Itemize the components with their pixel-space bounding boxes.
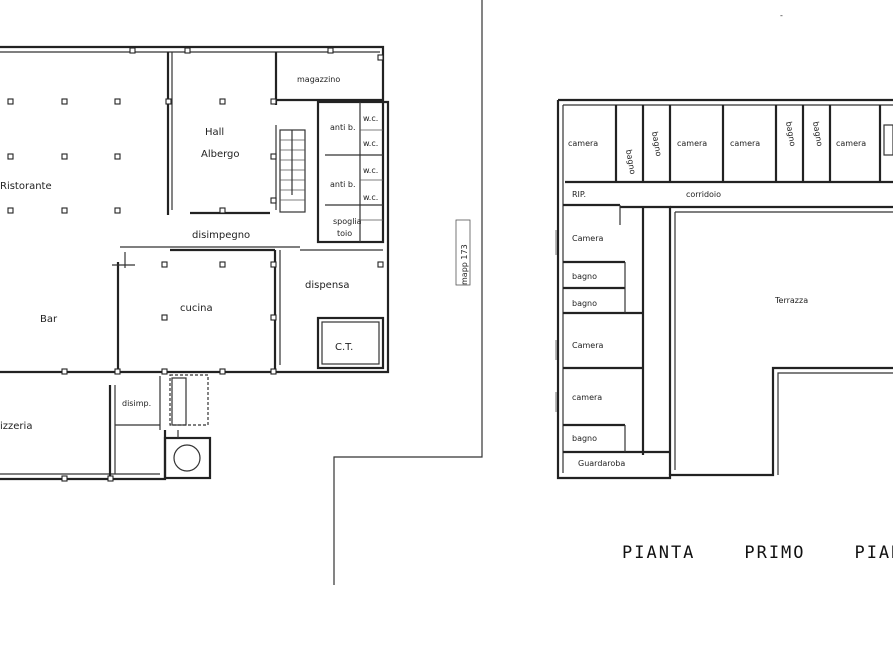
staircase (279, 129, 306, 213)
pizzeria-bottom-wall (0, 430, 167, 481)
room-label-bagno-5: bagno (572, 272, 597, 281)
pillar (61, 153, 68, 160)
room-label-camera-7: camera (572, 393, 602, 402)
pillar (61, 368, 68, 375)
terrace-step-wall-inner (777, 372, 893, 475)
room-label-bagno-7: bagno (572, 434, 597, 443)
room-label-terrazza: Terrazza (774, 296, 808, 305)
pillar (219, 98, 226, 105)
pillar (61, 98, 68, 105)
room-label-dispensa: dispensa (305, 280, 350, 291)
pillar (161, 368, 168, 375)
room-label-bagno-2: bagno (650, 131, 663, 157)
ct-room-outline (316, 316, 385, 370)
property-boundary: mapp 173 - (333, 0, 783, 585)
room-label-bagno-1: bagno (624, 149, 637, 175)
dashed-annex (169, 374, 209, 426)
corridor-inner-wall (620, 205, 672, 475)
room-label-guardaroba: Guardaroba (578, 459, 625, 468)
room-label-cucina: cucina (180, 303, 213, 314)
pillar (270, 368, 277, 375)
room-label-bagno-3: bagno (784, 121, 797, 147)
room-label-camera-6: Camera (572, 341, 603, 350)
first-floor-plan: camera bagno bagno camera camera bagno b… (555, 98, 893, 563)
pillar (161, 314, 168, 321)
mapp-label: mapp 173 (460, 244, 469, 285)
room-label-wc-1: w.c. (363, 114, 378, 123)
pillar (7, 207, 14, 214)
room-label-bar: Bar (40, 314, 58, 325)
pillar (219, 207, 226, 214)
room-label-wc-3: w.c. (363, 166, 378, 175)
room-label-disimpegno: disimpegno (192, 230, 250, 241)
pillar (7, 153, 14, 160)
room-label-corridoio: corridoio (686, 190, 721, 199)
room-label-bagno-4: bagno (811, 121, 824, 147)
pillar (129, 47, 136, 54)
pillar (270, 314, 277, 321)
pillar (61, 475, 68, 482)
room-label-spogliatoio-1: spoglia (333, 217, 362, 226)
room-label-ristorante: Ristorante (0, 181, 52, 192)
room-label-pizzeria: izzeria (0, 421, 32, 432)
room-label-albergo: Albergo (201, 149, 240, 160)
structural-pillars (7, 47, 384, 482)
pillar (270, 153, 277, 160)
boundary-line (333, 0, 483, 585)
stair-edge (883, 124, 893, 156)
pillar (219, 368, 226, 375)
annex-inner-box (171, 377, 187, 426)
pillar (270, 197, 277, 204)
room-label-camera-2: camera (677, 139, 707, 148)
pillar (107, 475, 114, 482)
pillar (219, 261, 226, 268)
room-label-ct: C.T. (335, 342, 353, 353)
pillar (114, 368, 121, 375)
corner-mark: - (780, 11, 783, 20)
pillar (114, 98, 121, 105)
room-label-bagno-6: bagno (572, 299, 597, 308)
room-label-camera-4: camera (836, 139, 866, 148)
pillar (377, 54, 384, 61)
ground-floor-plan: magazzino Hall Albergo Ristorante anti b… (0, 45, 390, 482)
tank-box (163, 436, 212, 480)
ct-room-inner (321, 321, 380, 365)
room-label-antib-1: anti b. (330, 123, 356, 132)
room-label-antib-2: anti b. (330, 180, 356, 189)
room-label-camera-5: Camera (572, 234, 603, 243)
room-label-hall: Hall (205, 127, 224, 138)
pillar (270, 98, 277, 105)
pillar (165, 98, 172, 105)
tank-circle (173, 444, 201, 472)
pillar (377, 261, 384, 268)
pillar (61, 207, 68, 214)
pillar (270, 261, 277, 268)
pillar (114, 207, 121, 214)
ground-floor-outer-wall (0, 45, 390, 374)
floor-plan-title: PIANTA PRIMO PIANO (622, 543, 893, 563)
room-label-magazzino: magazzino (297, 75, 340, 84)
pillar (327, 47, 334, 54)
room-label-camera-1: camera (568, 139, 598, 148)
room-label-camera-3: camera (730, 139, 760, 148)
room-label-disimp: disimp. (122, 399, 151, 408)
room-label-rip: RIP. (572, 190, 586, 199)
toilets-block-outline (316, 100, 385, 244)
pillar (184, 47, 191, 54)
room-label-wc-4: w.c. (363, 193, 378, 202)
mapp-label-box (455, 219, 471, 286)
room-label-spogliatoio-2: toio (337, 229, 352, 238)
pillar (114, 153, 121, 160)
pillar (161, 261, 168, 268)
room-label-wc-2: w.c. (363, 139, 378, 148)
pillar (7, 98, 14, 105)
